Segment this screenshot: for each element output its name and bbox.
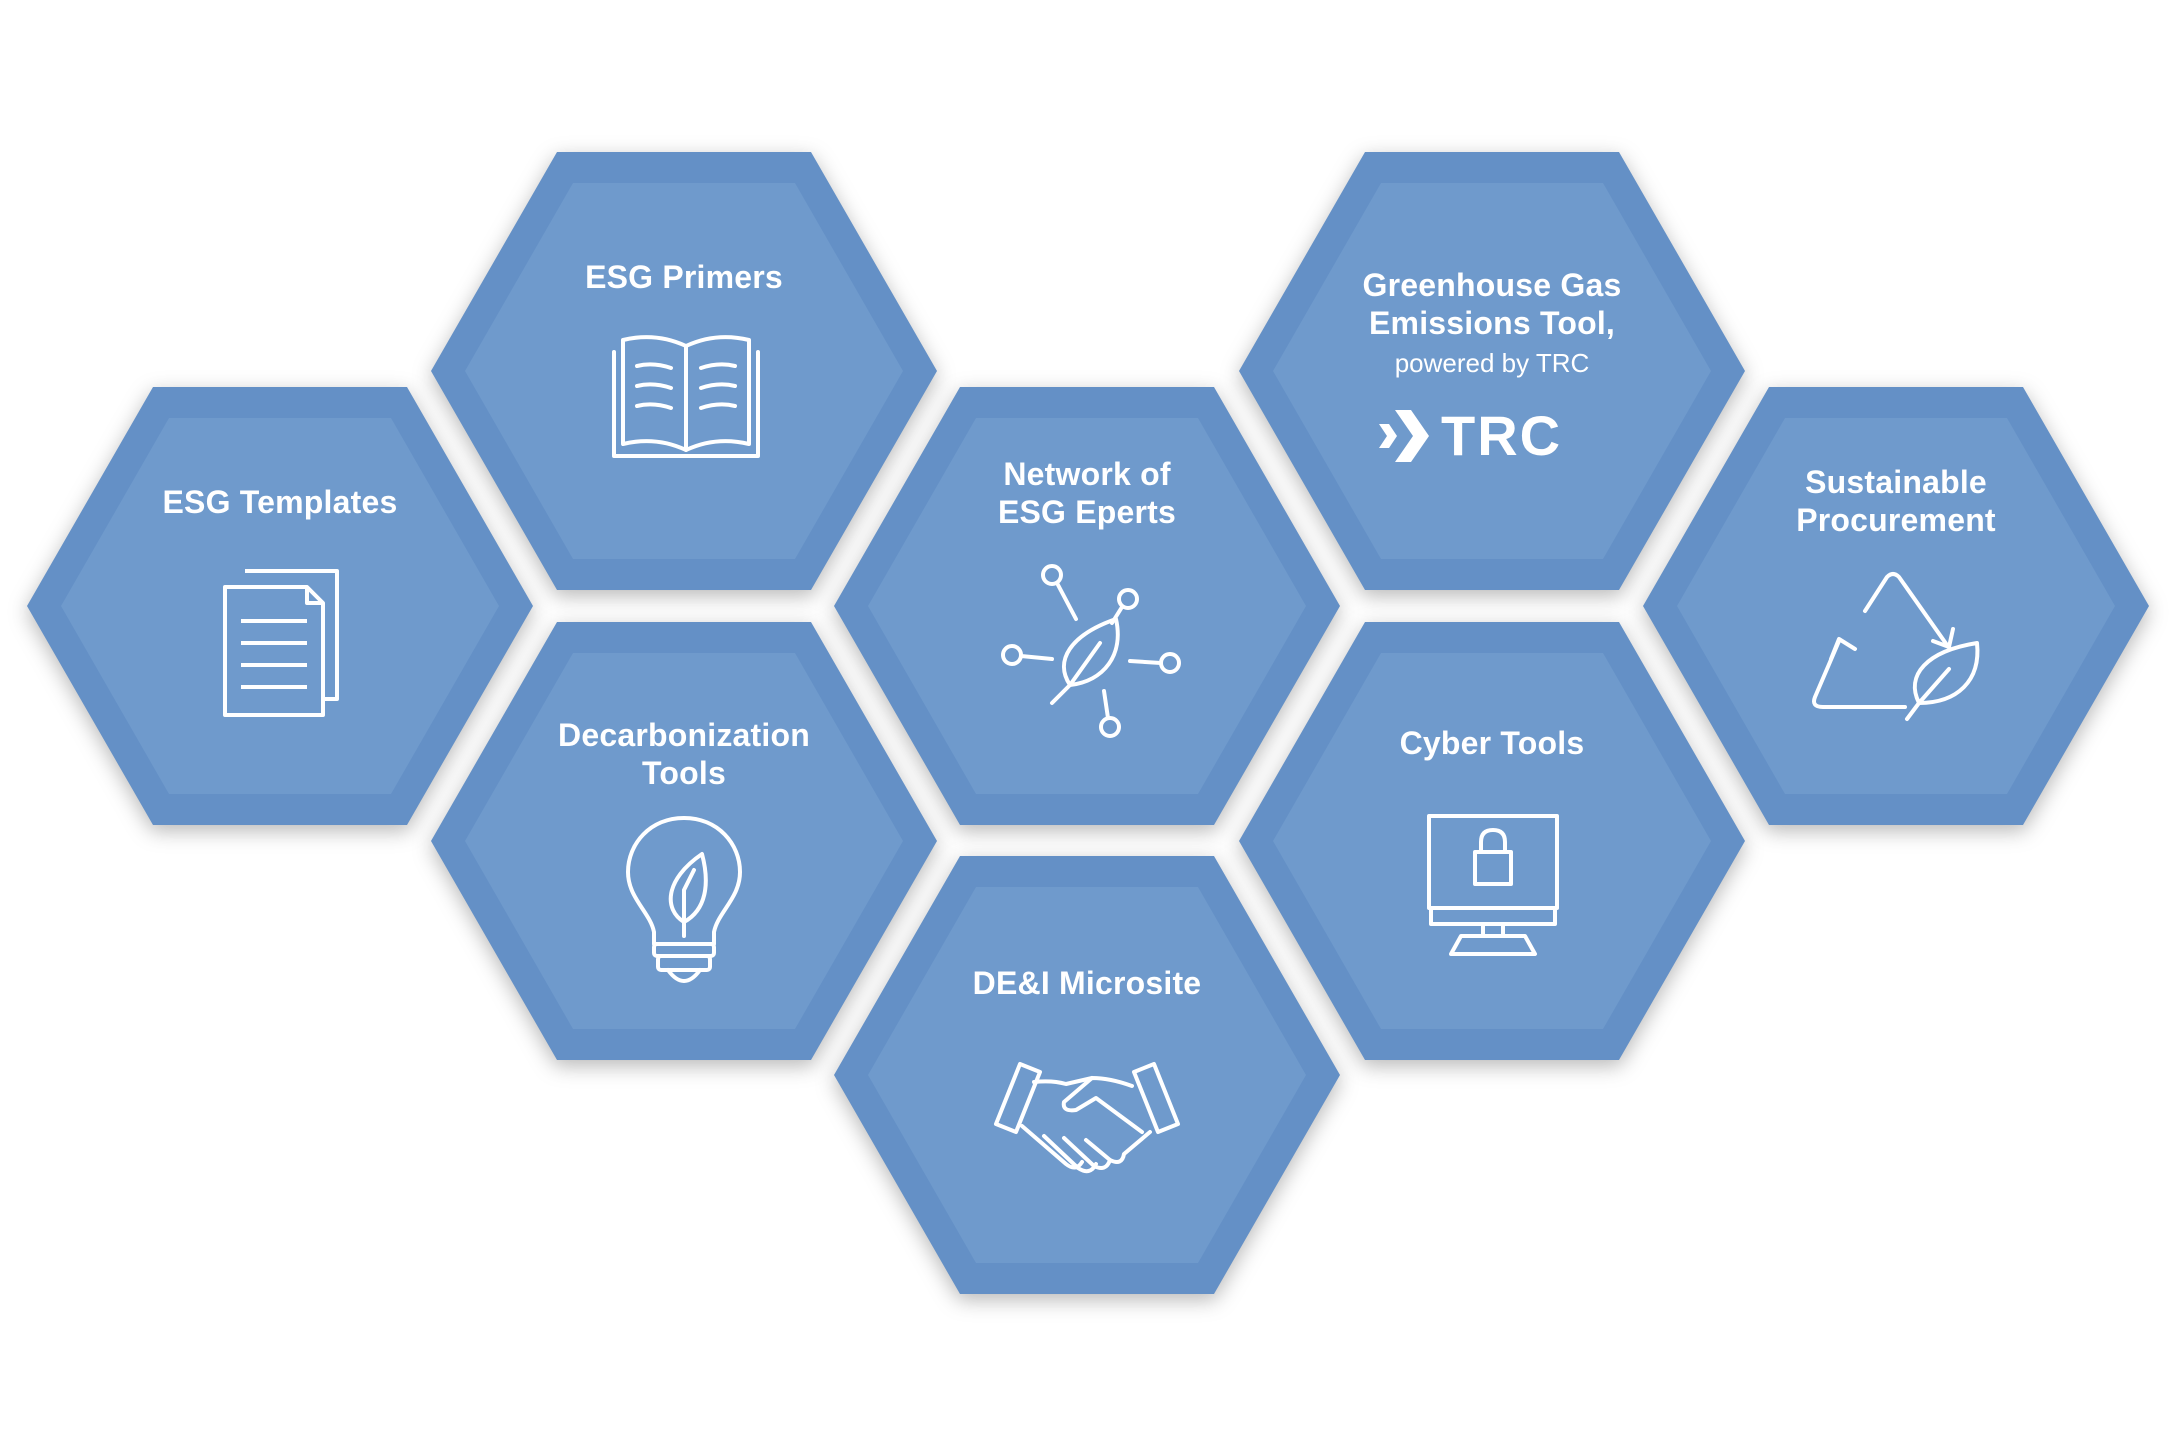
tile-title: Greenhouse Gas Emissions Tool, <box>1362 267 1622 341</box>
tile-cyber-tools: Cyber Tools <box>1239 622 1745 1060</box>
tile-esg-primers: ESG Primers <box>431 152 937 590</box>
tile-decarbonization-tools: Decarbonization Tools <box>431 622 937 1060</box>
tile-title: ESG Primers <box>585 259 783 295</box>
tile-esg-templates: ESG Templates <box>27 387 533 825</box>
trc-logo-icon <box>1379 410 1429 462</box>
tile-title: ESG Templates <box>162 484 398 520</box>
tile-title: Network of ESG Eperts <box>997 456 1177 530</box>
tile-title: Sustainable Procurement <box>1796 464 1996 538</box>
tile-network-esg-experts: Network of ESG Eperts <box>834 387 1340 825</box>
handshake-icon <box>994 1062 1180 1174</box>
network-leaf-icon <box>1001 564 1181 738</box>
tile-subtitle: powered by TRC <box>1394 348 1590 378</box>
open-book-icon <box>612 335 760 458</box>
documents-icon <box>223 569 339 717</box>
lightbulb-leaf-icon <box>626 816 742 983</box>
tile-title: Cyber Tools <box>1399 725 1585 761</box>
tile-dei-microsite: DE&I Microsite <box>834 856 1340 1294</box>
tile-title: Decarbonization Tools <box>558 717 810 791</box>
tile-title: DE&I Microsite <box>972 965 1202 1001</box>
recycle-leaf-icon <box>1812 572 1980 721</box>
trc-logo: TRC <box>1379 406 1605 466</box>
monitor-lock-icon <box>1427 814 1559 956</box>
trc-logo-text: TRC <box>1441 404 1563 467</box>
tile-sustainable-procurement: Sustainable Procurement <box>1643 387 2149 825</box>
tile-ghg-emissions-tool: Greenhouse Gas Emissions Tool, powered b… <box>1239 152 1745 590</box>
